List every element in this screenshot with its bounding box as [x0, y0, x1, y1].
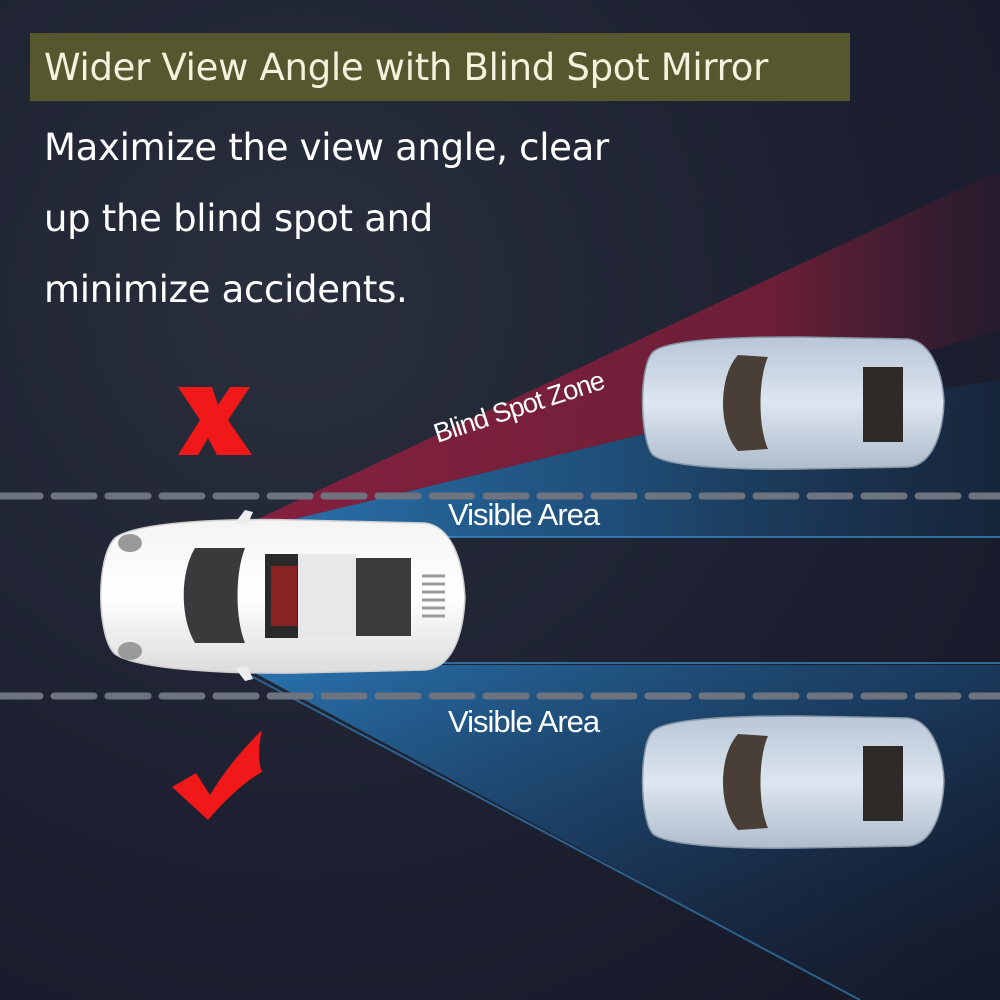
blind-spot-zone [245, 175, 1000, 530]
blind-spot-car [641, 336, 945, 470]
checkmark-icon [172, 730, 262, 820]
x-mark-icon [178, 387, 252, 455]
subtitle: Maximize the view angle, clear up the bl… [44, 112, 684, 325]
visible-area-bottom-label: Visible Area [448, 704, 600, 739]
main-car [100, 510, 466, 681]
subtitle-line: minimize accidents. [44, 268, 408, 311]
subtitle-line: up the blind spot and [44, 197, 433, 240]
page-title: Wider View Angle with Blind Spot Mirror [44, 45, 768, 89]
visible-area-top-label: Visible Area [448, 497, 600, 532]
visible-area-car [641, 715, 945, 849]
subtitle-line: Maximize the view angle, clear [44, 126, 609, 169]
title-banner: Wider View Angle with Blind Spot Mirror [30, 33, 850, 101]
